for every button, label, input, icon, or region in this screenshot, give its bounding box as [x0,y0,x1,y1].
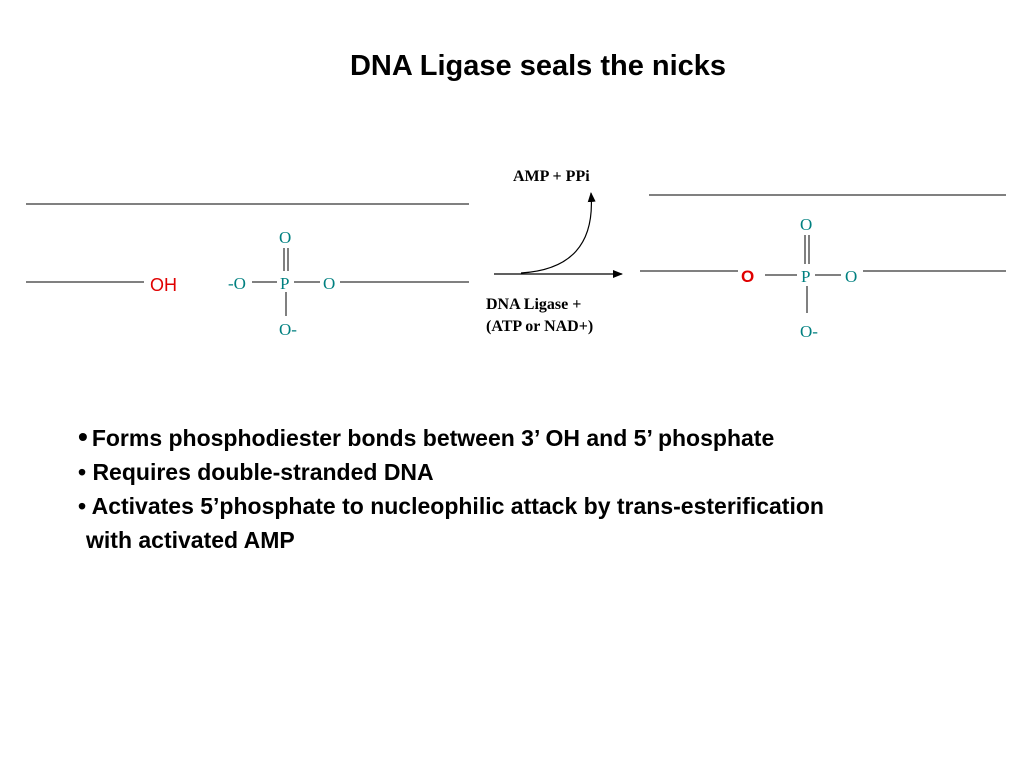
byproduct-curved-arrow [520,192,596,274]
enzyme-label-line2: (ATP or NAD+) [486,318,593,335]
left-o-bottom-label: O- [279,320,297,339]
bridging-oxygen-label: O [741,267,754,286]
right-o-right-label: O [845,267,857,286]
bullet-item: • Requires double-stranded DNA [78,459,434,485]
enzyme-label-line1: DNA Ligase + [486,296,581,313]
right-o-top-label: O [800,215,812,234]
byproduct-label: AMP + PPi [513,168,590,185]
bullet-continuation: with activated AMP [86,527,295,553]
bullet-item: •Forms phosphodiester bonds between 3’ O… [78,420,1018,455]
hydroxyl-label: OH [150,275,177,295]
left-phosphorus-label: P [280,274,289,293]
bullet-text: Forms phosphodiester bonds between 3’ OH… [91,425,775,451]
left-o-right-label: O [323,274,335,293]
left-o-top-label: O [279,228,291,247]
bullet-item: • Activates 5’phosphate to nucleophilic … [78,493,824,519]
bullet-dot: • [78,421,88,452]
slide-title: DNA Ligase seals the nicks [349,50,727,82]
right-phosphorus-label: P [801,267,810,286]
bullet-list: •Forms phosphodiester bonds between 3’ O… [78,420,1018,557]
right-o-bottom-label: O- [800,322,818,341]
left-o-neg-label: -O [228,274,246,293]
